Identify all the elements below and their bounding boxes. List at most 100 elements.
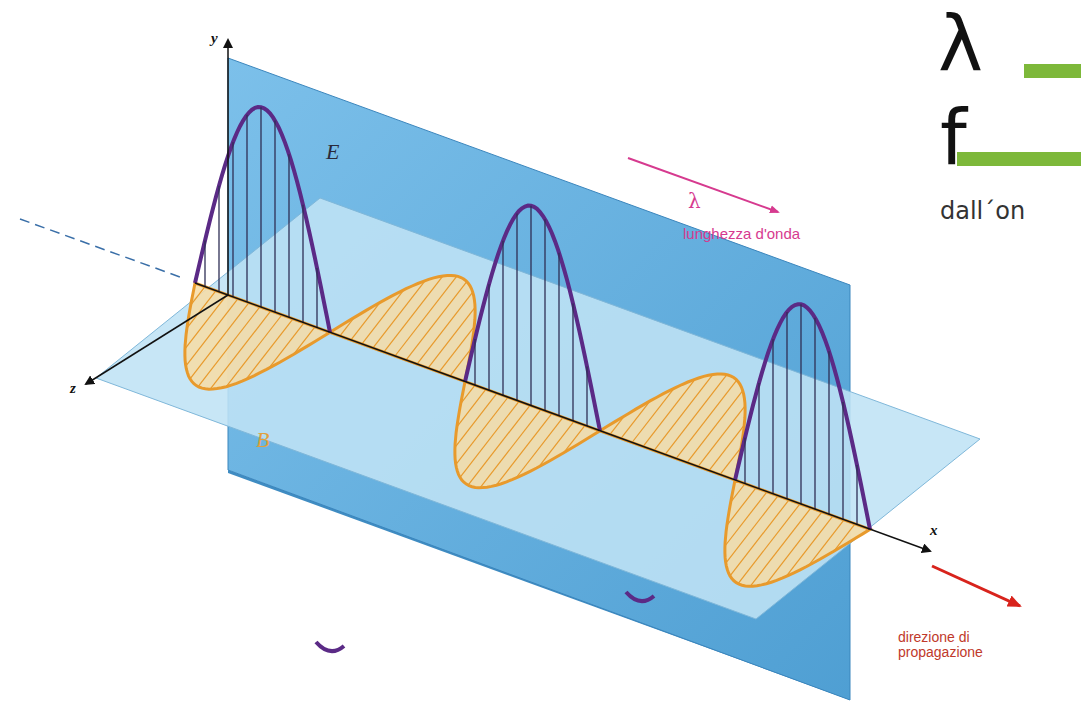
b-field-vector: [643, 379, 695, 446]
e-field-vector: [218, 186, 219, 292]
direction-label: direzione di propagazione: [898, 630, 1008, 661]
e-field-vector: [232, 142, 233, 297]
b-field-vector: [516, 417, 563, 478]
b-field-vector: [654, 374, 713, 450]
green-bar: [1024, 64, 1081, 78]
z-axis: [86, 295, 228, 384]
b-field-vector: [340, 317, 354, 335]
e-field-vector: [572, 303, 573, 421]
e-field-vector: [586, 366, 587, 426]
axis-label: x: [930, 522, 938, 539]
b-field-vector: [621, 401, 650, 439]
b-field-vector: [457, 389, 486, 427]
b-field-vector: [610, 416, 624, 434]
y-axis: [227, 40, 229, 295]
b-field-vector: [726, 496, 778, 563]
e-field-vector: [758, 383, 759, 489]
b-field-vector: [269, 323, 304, 369]
e-field-vector: [204, 241, 205, 287]
e-field-vector: [288, 154, 289, 317]
b-field-vector: [731, 484, 745, 502]
axis-extension: [20, 219, 180, 277]
b-field-vector: [766, 512, 822, 584]
green-bar: [957, 152, 1081, 166]
b-field-vector: [461, 385, 475, 403]
e-field-trough: [316, 642, 344, 651]
e-field-vector: [744, 438, 745, 484]
b-field-vector: [564, 425, 585, 452]
b-field-lobe: [330, 275, 475, 381]
e-field-vector: [856, 465, 857, 525]
e-field-vector: [246, 115, 247, 302]
wavelength-symbol: λ: [938, 2, 983, 86]
b-field-vector: [539, 421, 574, 467]
b-field-vector: [191, 287, 205, 305]
b-field-vector: [373, 281, 425, 348]
e-field-vector: [516, 213, 517, 400]
direction-arrow: [932, 566, 1020, 606]
b-field-vector: [496, 413, 552, 485]
e-field-vector: [544, 219, 545, 411]
e-field-vector: [814, 318, 815, 510]
b-field-vector: [226, 315, 282, 387]
axis-label: z: [70, 380, 76, 397]
b-field-vector: [428, 307, 475, 368]
b-field-vector: [834, 524, 855, 551]
wave-curves: [185, 107, 870, 651]
e-field-crest: [465, 206, 600, 431]
b-field-vector: [809, 520, 844, 566]
b-field-vector: [186, 299, 238, 366]
b-field-vector: [246, 319, 293, 380]
e-field-vector: [558, 253, 559, 416]
b-field-vector: [417, 292, 473, 364]
b-field-vector: [786, 516, 833, 577]
e-field-vector: [786, 312, 787, 499]
b-field-vector: [351, 302, 380, 340]
e-field-vector: [800, 304, 801, 504]
e-field-vector: [530, 206, 531, 406]
b-field-vector: [460, 401, 519, 477]
b-field-vector: [698, 406, 745, 467]
e-field-crest: [735, 304, 870, 529]
wavelength-symbol: λ: [688, 190, 701, 212]
e-field-vector: [302, 205, 303, 323]
field-label: B: [256, 428, 269, 452]
b-field-vector: [294, 327, 315, 354]
e-field-vector: [828, 351, 829, 514]
x-axis: [195, 283, 930, 551]
b-field-lobe: [455, 382, 600, 488]
b-field-lobe: [185, 283, 330, 389]
b-field-vector: [738, 504, 800, 584]
b-field-vector: [187, 291, 216, 329]
b-field-lobe: [600, 374, 745, 480]
b-field-vector: [384, 276, 443, 352]
wavelength-arrow: [628, 158, 778, 212]
e-field-trough: [626, 592, 654, 601]
b-field-vector: [687, 391, 743, 463]
note-text: dall´on: [940, 198, 1025, 224]
axis-label: y: [211, 30, 218, 47]
b-field-vector: [210, 311, 271, 389]
e-field-vector: [316, 268, 317, 328]
b-field-vector: [468, 405, 530, 485]
e-field-vector: [274, 121, 275, 313]
frequency-symbol: f: [940, 96, 967, 180]
e-field-vector: [474, 339, 475, 385]
b-field-vector: [198, 307, 260, 387]
b-field-vector: [480, 409, 541, 487]
e-field-vector: [842, 402, 843, 520]
b-field-vector: [395, 276, 457, 356]
e-field-crest: [195, 107, 330, 332]
b-field-vector: [730, 500, 789, 576]
e-field-vector: [488, 284, 489, 390]
e-field-vector: [260, 107, 261, 307]
b-field-vector: [750, 508, 811, 586]
e-field-vector: [772, 339, 773, 494]
field-label: E: [326, 140, 339, 164]
wavelength-label: lunghezza d'onda: [683, 226, 800, 243]
b-field-lobe: [725, 480, 870, 586]
e-field-vector: [502, 241, 503, 396]
b-field-vector: [665, 375, 727, 455]
